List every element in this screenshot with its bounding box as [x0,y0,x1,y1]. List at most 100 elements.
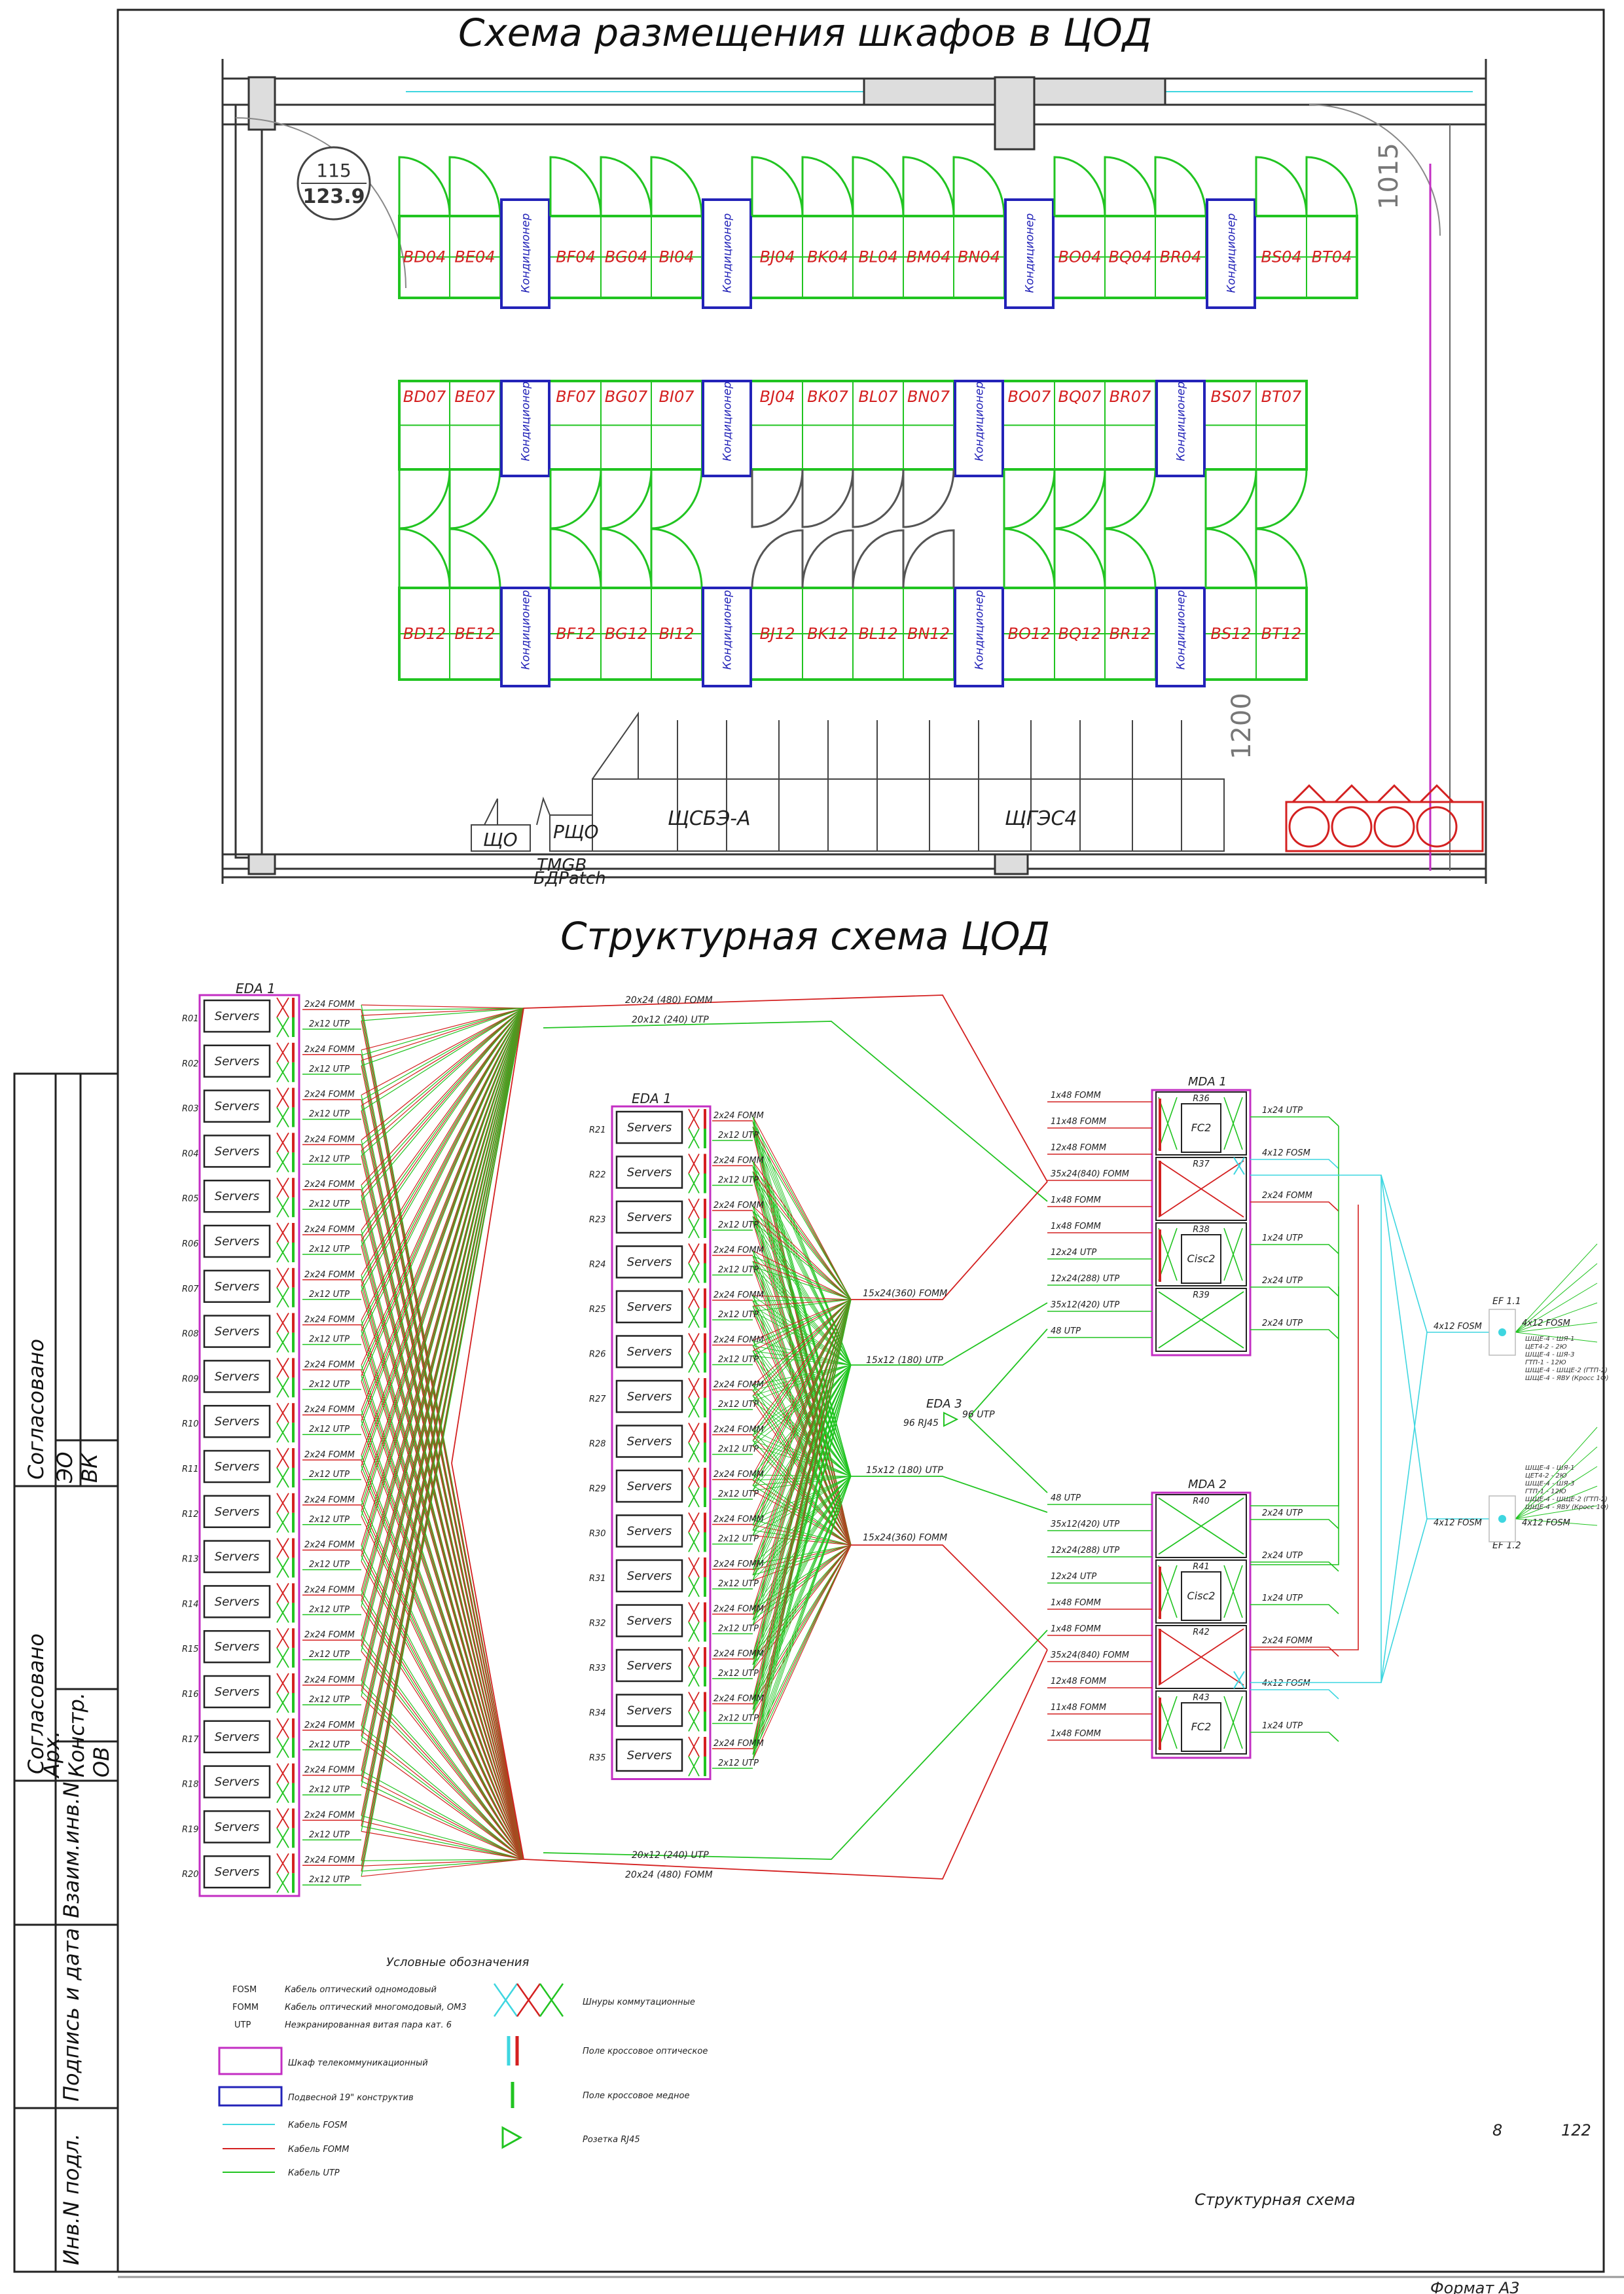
rack-cabinet: BE07 [448,381,501,530]
utp-label: 2x12 UTP [718,1758,759,1768]
servers-label: Servers [215,1505,259,1519]
eda3-left: 96 RJ45 [903,1418,939,1429]
rack-label: BD12 [403,625,446,643]
rack-label: BO12 [1008,625,1051,643]
rack-id: R22 [589,1171,606,1180]
rack-id: R11 [182,1465,199,1474]
rack-label: BS04 [1261,248,1301,266]
mda-left-label: 1x48 FOMM [1051,1598,1101,1608]
servers-label: Servers [215,1190,259,1203]
rack-label: BL12 [858,625,897,643]
mda-left-label: 12x48 FOMM [1051,1143,1106,1153]
mda-rack-id: R36 [1193,1094,1210,1104]
rack-label: BT07 [1261,388,1302,406]
utp-label: 2x12 UTP [309,1154,350,1164]
legend-cabinet: Шкаф телекоммуникационный [288,2058,428,2068]
utp-label: 2x12 UTP [309,1785,350,1795]
fomm-label: 2x24 FOMM [304,1000,355,1010]
servers-label: Servers [215,1100,259,1114]
legend-fosm-code: FOSM [232,1985,257,1995]
mda-right-label: 1x24 UTP [1262,1106,1303,1116]
servers-label: Servers [215,1370,259,1383]
legend-fomm-code: FOMM [232,2003,259,2012]
fomm-label: 2x24 FOMM [713,1649,764,1659]
rack-label: BG12 [605,625,648,643]
ac-label: Кондиционер [1175,590,1188,670]
rack-cabinet: BN04 [952,156,1005,298]
ef12-box [1489,1495,1516,1542]
utp-label: 2x12 UTP [309,1290,350,1300]
eda1-left-title: EDA 1 [236,981,276,996]
utp-label: 2x12 UTP [718,1400,759,1410]
rack-cabinet: BO07 [1003,381,1056,530]
side-stamp-ov: ОВ [89,1747,114,1777]
rack-cabinet: BK07 [803,381,854,469]
ac-label: Кондиционер [721,382,734,462]
servers-label: Servers [627,1300,672,1314]
servers-label: Servers [627,1211,672,1224]
mda-rack-id: R42 [1193,1628,1210,1637]
utp-label: 2x12 UTP [309,1110,350,1120]
fomm-label: 2x24 FOMM [304,1360,355,1370]
rj45-outlet-icon [943,1411,959,1427]
mda-rack-sub: FC2 [1191,1720,1212,1733]
fomm-label: 2x24 FOMM [304,1855,355,1865]
rack-label: BO04 [1058,248,1102,266]
rack-cabinet: BN12 [903,588,954,680]
mda-left-label: 48 UTP [1051,1326,1081,1336]
wall-columns [247,76,1166,875]
rack-label: BG07 [605,388,648,406]
legend-title: Условные обозначения [386,1956,529,1969]
rack-id: R07 [182,1284,199,1294]
ac-label: Кондиционер [973,590,986,670]
fomm-label: 2x24 FOMM [304,1630,355,1640]
fomm-label: 2x24 FOMM [304,1585,355,1595]
rack-id: R09 [182,1374,199,1384]
air-conditioner: Кондиционер [1206,198,1256,309]
servers-label: Servers [215,1235,259,1248]
rack-label: BN04 [958,248,1000,266]
panel-bdpatch: БДPatch [533,869,606,888]
rack-cabinet: BF07 [549,381,602,530]
servers-label: Servers [627,1704,672,1718]
rack-cabinet: BT04 [1305,156,1358,298]
utp-label: 2x12 UTP [718,1176,759,1186]
mda-rack-id: R37 [1193,1159,1210,1169]
trunk-mid2-fomm: 15x24(360) FOMM [863,1533,947,1543]
fomm-label: 2x24 FOMM [713,1605,764,1614]
rack-cabinet: BI07 [650,381,703,530]
room-walls [221,59,1487,884]
cable-lines [361,994,1048,1880]
ac-label: Кондиционер [721,590,734,670]
rack-cabinet: BF12 [549,528,602,680]
mda-left-label: 1x48 FOMM [1051,1222,1101,1231]
legend-hanging-swatch [218,2086,283,2107]
rack-id: R19 [182,1825,199,1834]
mda-right-label: 2x24 UTP [1262,1508,1303,1518]
ef11-fosm-in: 4x12 FOSM [1434,1322,1482,1332]
servers-label: Servers [215,1820,259,1834]
utp-label: 2x12 UTP [309,1605,350,1614]
rack-id: R33 [589,1664,606,1673]
panel-shges: ЩГЭС4 [1005,807,1077,830]
servers-label: Servers [627,1480,672,1493]
rack-cabinet: BG07 [600,381,653,530]
ef12-note-6: ШЩЕ-4 - ЯВУ (Кросс 1Ф) [1525,1504,1608,1511]
ef11-note-6: ШЩЕ-4 - ЯВУ (Кросс 1Ф) [1525,1375,1608,1382]
rack-label: BF07 [556,388,596,406]
fomm-label: 2x24 FOMM [304,1180,355,1190]
fomm-label: 2x24 FOMM [713,1739,764,1749]
ac-label: Кондиционер [1024,213,1037,293]
mda-rack-id: R39 [1193,1290,1210,1300]
fomm-label: 2x24 FOMM [713,1515,764,1525]
rack-cabinet: BJ04 [752,381,803,469]
